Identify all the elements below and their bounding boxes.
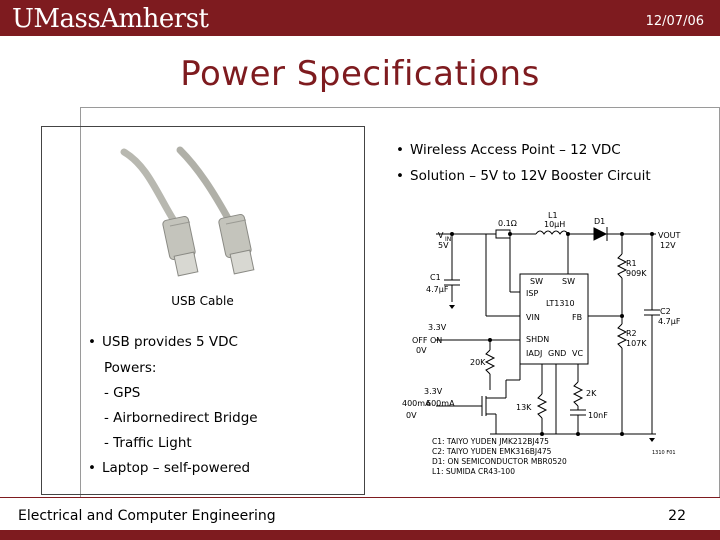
bullet-usb: •USB provides 5 VDC [88,334,238,350]
pin-vc: VC [572,349,583,358]
footer-bar [0,530,720,540]
label-r1-val: 909K [626,269,647,278]
bom-note-d1: D1: ON SEMICONDUCTOR MBR0520 [432,457,567,466]
powers-label: Powers: [104,360,157,376]
booster-circuit-schematic: V IN 5V 0.1Ω L1 10μH D1 VOUT 12V C1 4.7μ… [402,211,681,476]
label-i-lo: 0V [406,411,417,420]
label-fig-id: 1310 F01 [652,450,676,456]
slide-number: 22 [668,508,686,524]
bullet-solution: •Solution – 5V to 12V Booster Circuit [396,168,651,184]
footer-department: Electrical and Computer Engineering [18,508,276,524]
slide-date: 12/07/06 [645,14,704,29]
label-r2-val: 107K [626,339,647,348]
label-i-hi: 3.3V [424,387,443,396]
label-vout: VOUT [658,231,680,240]
bullet-access-point: •Wireless Access Point – 12 VDC [396,142,621,158]
label-ctl-lo: 0V [416,346,427,355]
label-ctl-on: ON [430,336,442,345]
label-vin-sub: IN [445,236,451,243]
label-c1: C1 [430,273,441,282]
usb-cable-image [120,146,255,277]
label-c10nf: 10nF [588,411,608,420]
label-l1-val: 10μH [544,220,565,229]
label-c2: C2 [660,307,671,316]
slide-title: Power Specifications [180,54,540,94]
bom-note-c1: C1: TAIYO YUDEN JMK212BJ475 [432,437,549,446]
label-vin-val: 5V [438,241,449,250]
label-r20k: 20K [470,358,486,367]
footer-divider [0,497,720,498]
pin-vin: VIN [526,313,540,322]
power-item-bridge: - Airbornedirect Bridge [104,410,258,426]
power-item-traffic: - Traffic Light [104,435,192,451]
label-r1: R1 [626,259,637,268]
image-caption: USB Cable [171,294,234,308]
label-d1: D1 [594,217,605,226]
left-panel [41,126,365,495]
label-r13k: 13K [516,403,532,412]
pin-isp: ISP [526,289,538,298]
label-vin: V [438,231,444,240]
pin-fb: FB [572,313,582,322]
label-l1: L1 [548,211,558,220]
bom-note-c2: C2: TAIYO YUDEN EMK316BJ475 [432,447,552,456]
label-r-sense: 0.1Ω [498,219,517,228]
label-c1-val: 4.7μF [426,285,449,294]
pin-sw: SW [530,277,543,286]
bom-note-l1: L1: SUMIDA CR43-100 [432,467,515,476]
label-ctl-off: OFF [412,336,428,345]
pin-shdn: SHDN [526,335,549,344]
bullet-laptop: •Laptop – self-powered [88,460,251,476]
umass-logo: UMassAmherst [12,4,209,34]
header-bar: UMassAmherst 12/07/06 [0,0,720,36]
pin-iadj: IADJ [526,349,542,358]
label-i-val: 600mA [426,399,455,408]
pin-sw2: SW [562,277,575,286]
power-item-gps: - GPS [104,385,141,401]
pin-gnd: GND [548,349,566,358]
label-vout-val: 12V [660,241,676,250]
label-ctl-hi: 3.3V [428,323,447,332]
label-i-lo-val: 400mA [402,399,431,408]
label-r2: R2 [626,329,637,338]
label-c2-val: 4.7μF [658,317,681,326]
label-r2k: 2K [586,389,597,398]
ic-name: LT1310 [546,299,575,308]
